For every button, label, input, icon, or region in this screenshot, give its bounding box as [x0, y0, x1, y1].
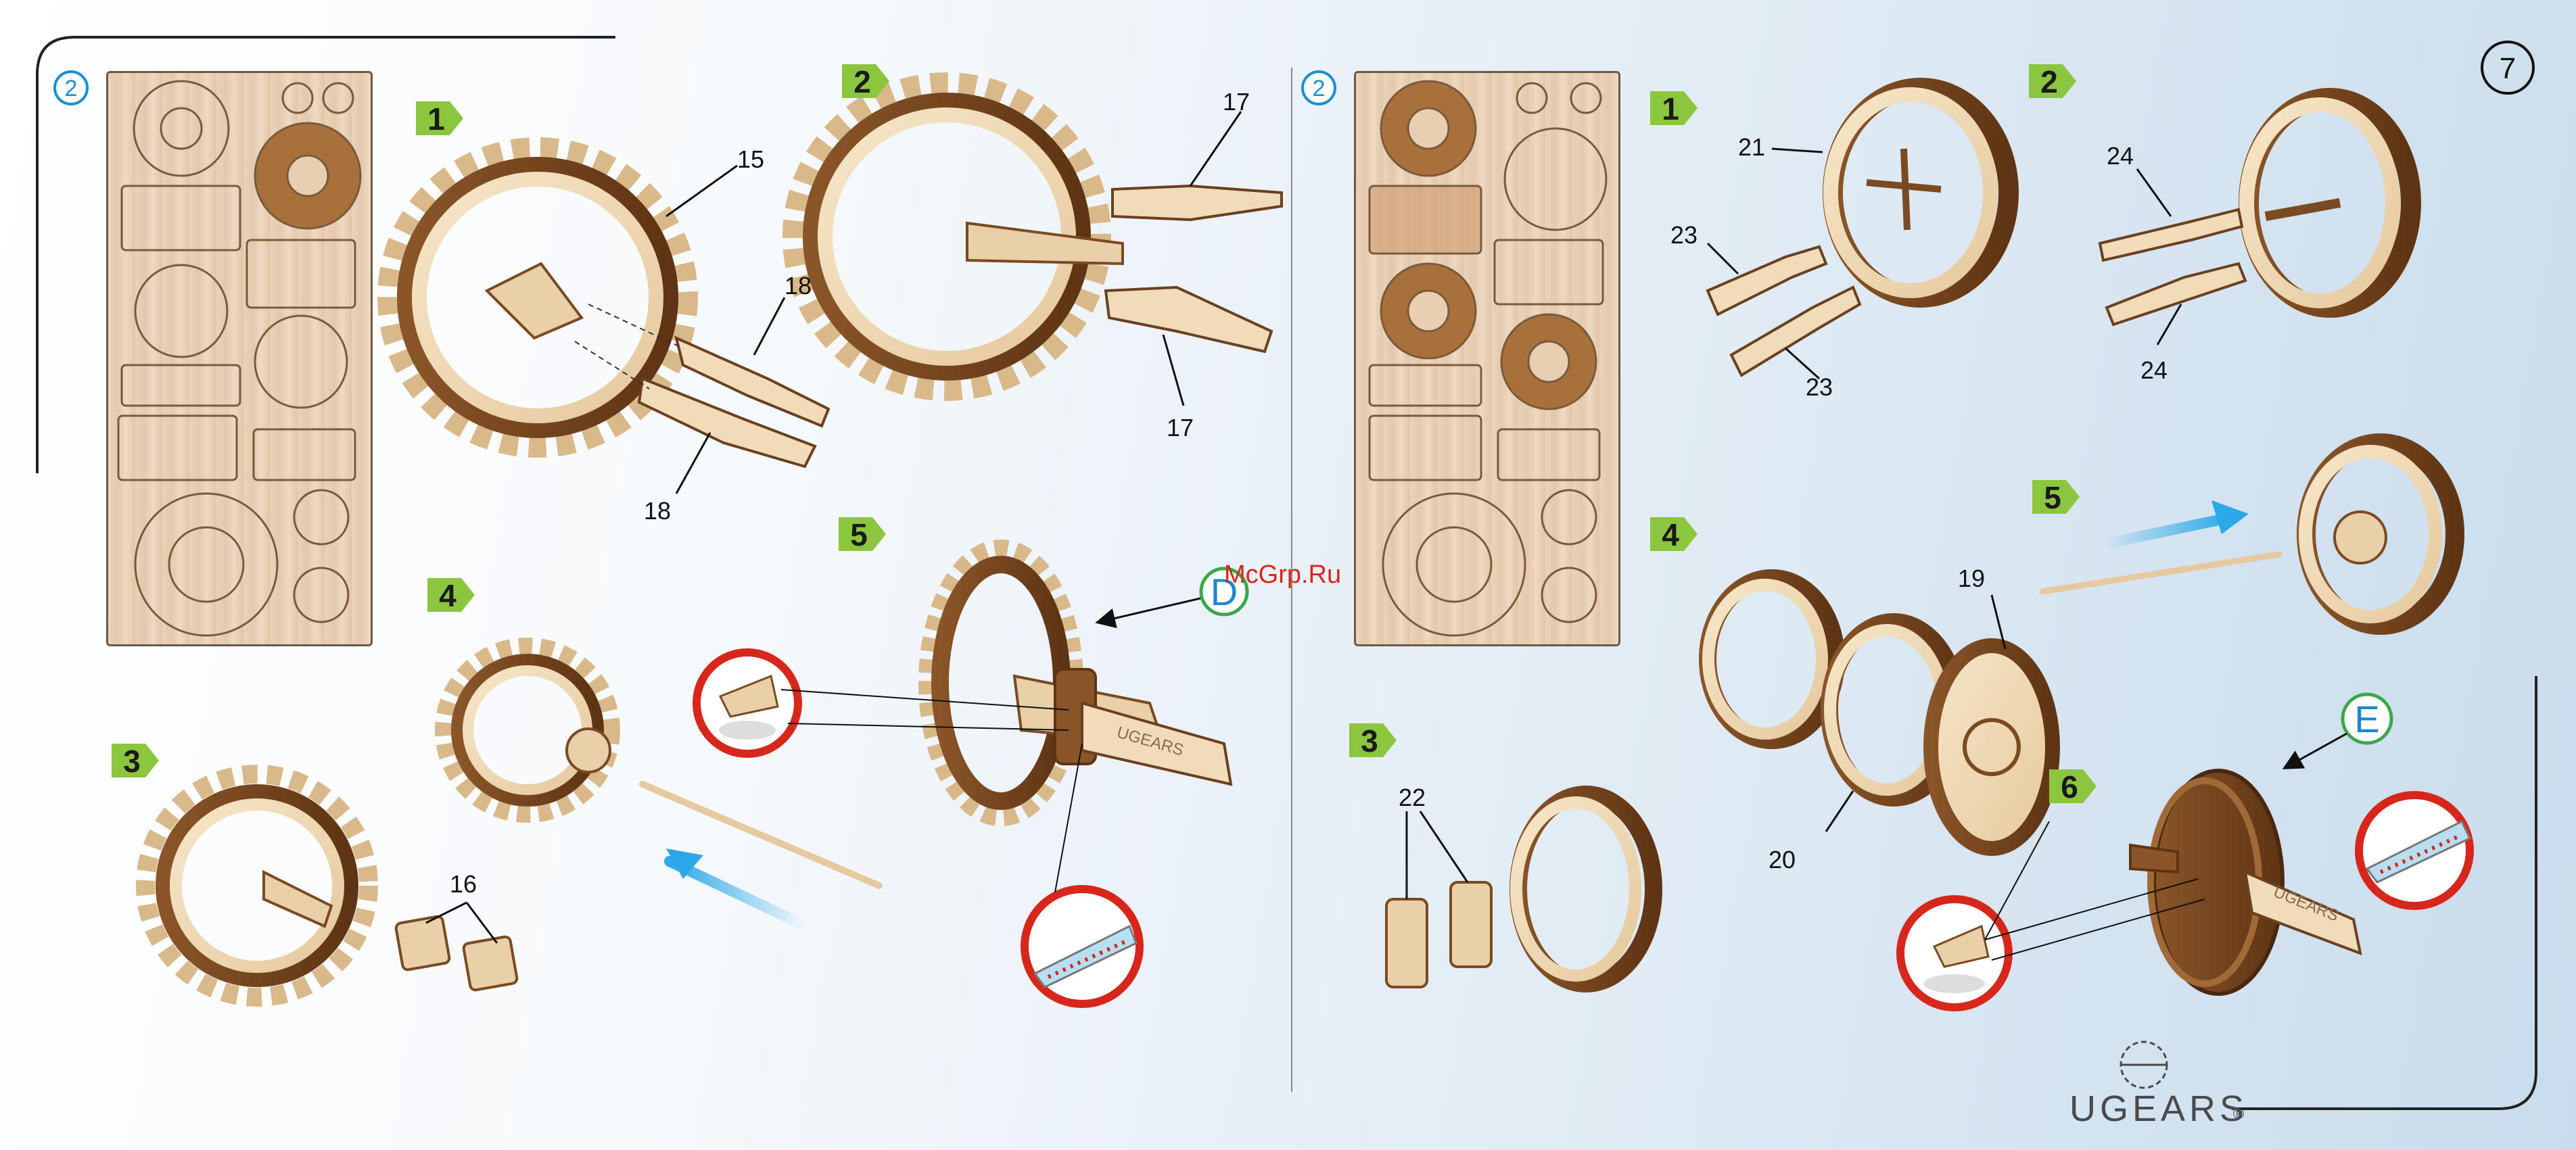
part-label-18a: 18: [784, 272, 812, 300]
brand-registered-mark: ®: [2233, 1105, 2244, 1122]
part-label-15: 15: [737, 145, 764, 173]
right-toothpick-icon: [2042, 554, 2279, 592]
gear-icon: [2121, 1042, 2167, 1088]
sheet-number-left-text: 2: [65, 76, 78, 101]
part-label-21: 21: [1738, 133, 1765, 161]
left-step5-assembly: UGEARS: [927, 548, 1231, 818]
part-label-16: 16: [450, 870, 477, 898]
step-badge-right-1-text: 1: [1662, 91, 1679, 126]
sheet-left-cutouts: [118, 81, 360, 636]
glue-icon: [697, 652, 798, 754]
part-label-19: 19: [1958, 565, 1985, 592]
right-step2-wheel: [2247, 98, 2411, 308]
step-badge-right-5-text: 5: [2044, 480, 2061, 515]
sheet-number-right-text: 2: [1313, 76, 1326, 101]
part-label-24b: 24: [2140, 356, 2168, 384]
step-badge-left-1: 1: [416, 101, 463, 137]
step-badge-left-1-text: 1: [427, 101, 445, 137]
part-label-23b: 23: [1806, 373, 1833, 401]
right-step1-wheel: [1831, 88, 2009, 297]
part-label-24a: 24: [2107, 142, 2134, 170]
part-label-17a: 17: [1223, 88, 1250, 116]
step-badge-right-2-text: 2: [2040, 64, 2058, 99]
sheet-number-left: 2: [55, 72, 87, 104]
right-step6-assembly: UGEARS: [2130, 771, 2360, 994]
left-arrow-icon: [666, 848, 805, 926]
sheet-number-right: 2: [1303, 72, 1335, 104]
part-label-22: 22: [1399, 784, 1426, 811]
right-arrow-icon: [2103, 500, 2249, 544]
step-badge-right-5: 5: [2032, 480, 2080, 515]
right-step5-wheel: [2305, 443, 2455, 625]
step-badge-right-3: 3: [1349, 723, 1397, 759]
brand-logo-text: UGEARS: [2069, 1088, 2248, 1129]
brand-logo: UGEARS ®: [2069, 1042, 2248, 1129]
sheet-right-cutouts: [1369, 81, 1606, 636]
part-label-17b: 17: [1167, 414, 1194, 441]
right-step3-wheel: [1386, 794, 1654, 987]
part-label-20: 20: [1769, 846, 1796, 873]
step-badge-right-4-text: 4: [1662, 517, 1679, 552]
left-step2-gear: [793, 82, 1123, 391]
step-badge-right-3-text: 3: [1361, 723, 1378, 759]
step-badge-right-2: 2: [2029, 64, 2076, 99]
ruler-icon: [1025, 889, 1140, 1004]
right-glue-icon: [1900, 899, 2009, 1007]
right-step6-letter-e: E: [2286, 694, 2391, 767]
left-step2-parts: [1106, 186, 1282, 352]
step-badge-left-5: 5: [839, 517, 886, 552]
right-ruler-icon: [2359, 795, 2470, 906]
part-label-18b: 18: [644, 497, 671, 525]
step-badge-right-6-text: 6: [2061, 769, 2078, 805]
step-badge-left-3: 3: [112, 744, 159, 779]
right-step6-letter-e-text: E: [2354, 698, 2379, 740]
step-badge-right-6: 6: [2049, 769, 2097, 805]
right-step2-parts: [2100, 210, 2245, 325]
step-badge-left-5-text: 5: [850, 517, 868, 552]
step-badge-left-4-text: 4: [439, 578, 456, 613]
left-step4-gear: [443, 646, 612, 815]
step-badge-right-4: 4: [1650, 517, 1697, 552]
part-label-23a: 23: [1670, 221, 1697, 249]
page-number: 7: [2482, 42, 2533, 93]
step-badge-left-2-text: 2: [853, 64, 871, 99]
right-step4-wheels: [1708, 578, 2053, 848]
watermark-text: McGrp.Ru: [1224, 560, 1341, 589]
step-badge-left-4: 4: [427, 578, 475, 613]
page-number-text: 7: [2500, 52, 2516, 85]
step-badge-right-1: 1: [1650, 91, 1697, 126]
step-badge-left-3-text: 3: [123, 744, 141, 779]
